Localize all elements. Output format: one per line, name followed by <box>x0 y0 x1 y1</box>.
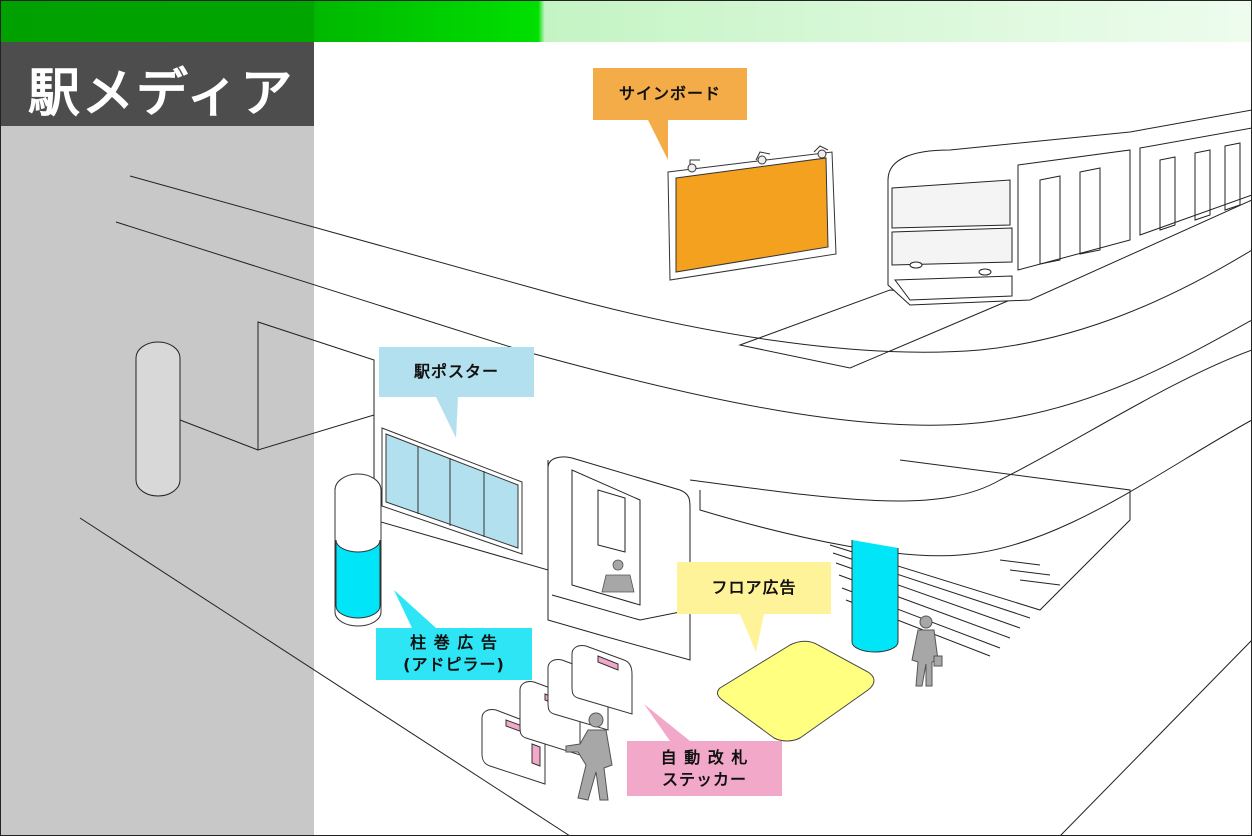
gate-sticker-label-line2: ステッカー <box>661 769 747 789</box>
platform-slab <box>689 349 1252 502</box>
station-poster-label: 駅ポスター <box>379 347 534 397</box>
pillar-ad-right <box>851 540 899 653</box>
pillar-ad-label: 柱 巻 広 告 (アドピラー) <box>376 628 532 680</box>
gate-sticker-label-line1: 自 動 改 札 <box>660 747 749 767</box>
signboard-label: サインボード <box>593 68 747 120</box>
floor-line <box>1059 639 1252 836</box>
person-icon <box>565 712 613 801</box>
gate-sticker-label: 自 動 改 札 ステッカー <box>627 741 782 796</box>
person-icon <box>911 615 943 687</box>
station-poster-label-text: 駅ポスター <box>413 362 499 381</box>
kiosk <box>551 594 691 621</box>
floor-ad-label: フロア広告 <box>677 562 831 614</box>
floor-ad-label-text: フロア広告 <box>711 578 797 597</box>
kiosk <box>571 469 641 606</box>
callout-station-poster <box>379 347 534 438</box>
station-poster-panels <box>381 427 523 555</box>
platform-edge-line <box>129 175 1252 353</box>
background-pillar <box>135 358 181 497</box>
pillar-ad-label-line1: 柱 巻 広 告 <box>410 633 498 652</box>
kiosk <box>547 456 691 661</box>
pillar-ad-left <box>334 473 382 627</box>
title-band <box>0 42 314 126</box>
signboard <box>667 145 837 281</box>
callout-signboard <box>593 68 747 160</box>
floor-ad-area <box>716 640 875 742</box>
signboard-label-text: サインボード <box>618 84 721 103</box>
callout-floor-ad <box>677 562 831 652</box>
floor-line <box>79 517 571 836</box>
ticket-gates <box>481 645 633 785</box>
person-icon <box>601 559 635 593</box>
kiosk <box>597 489 626 553</box>
train <box>887 109 1252 306</box>
pillar-ad-label-line2: (アドピラー) <box>403 655 505 674</box>
header-bar <box>0 0 1252 42</box>
callout-pillar-ad <box>376 590 532 680</box>
background-wall <box>179 419 259 451</box>
page-title: 駅メディア <box>28 63 295 124</box>
platform-edge-line <box>115 221 1252 426</box>
callout-gate-sticker <box>627 704 782 796</box>
platform-slab <box>699 419 1252 557</box>
